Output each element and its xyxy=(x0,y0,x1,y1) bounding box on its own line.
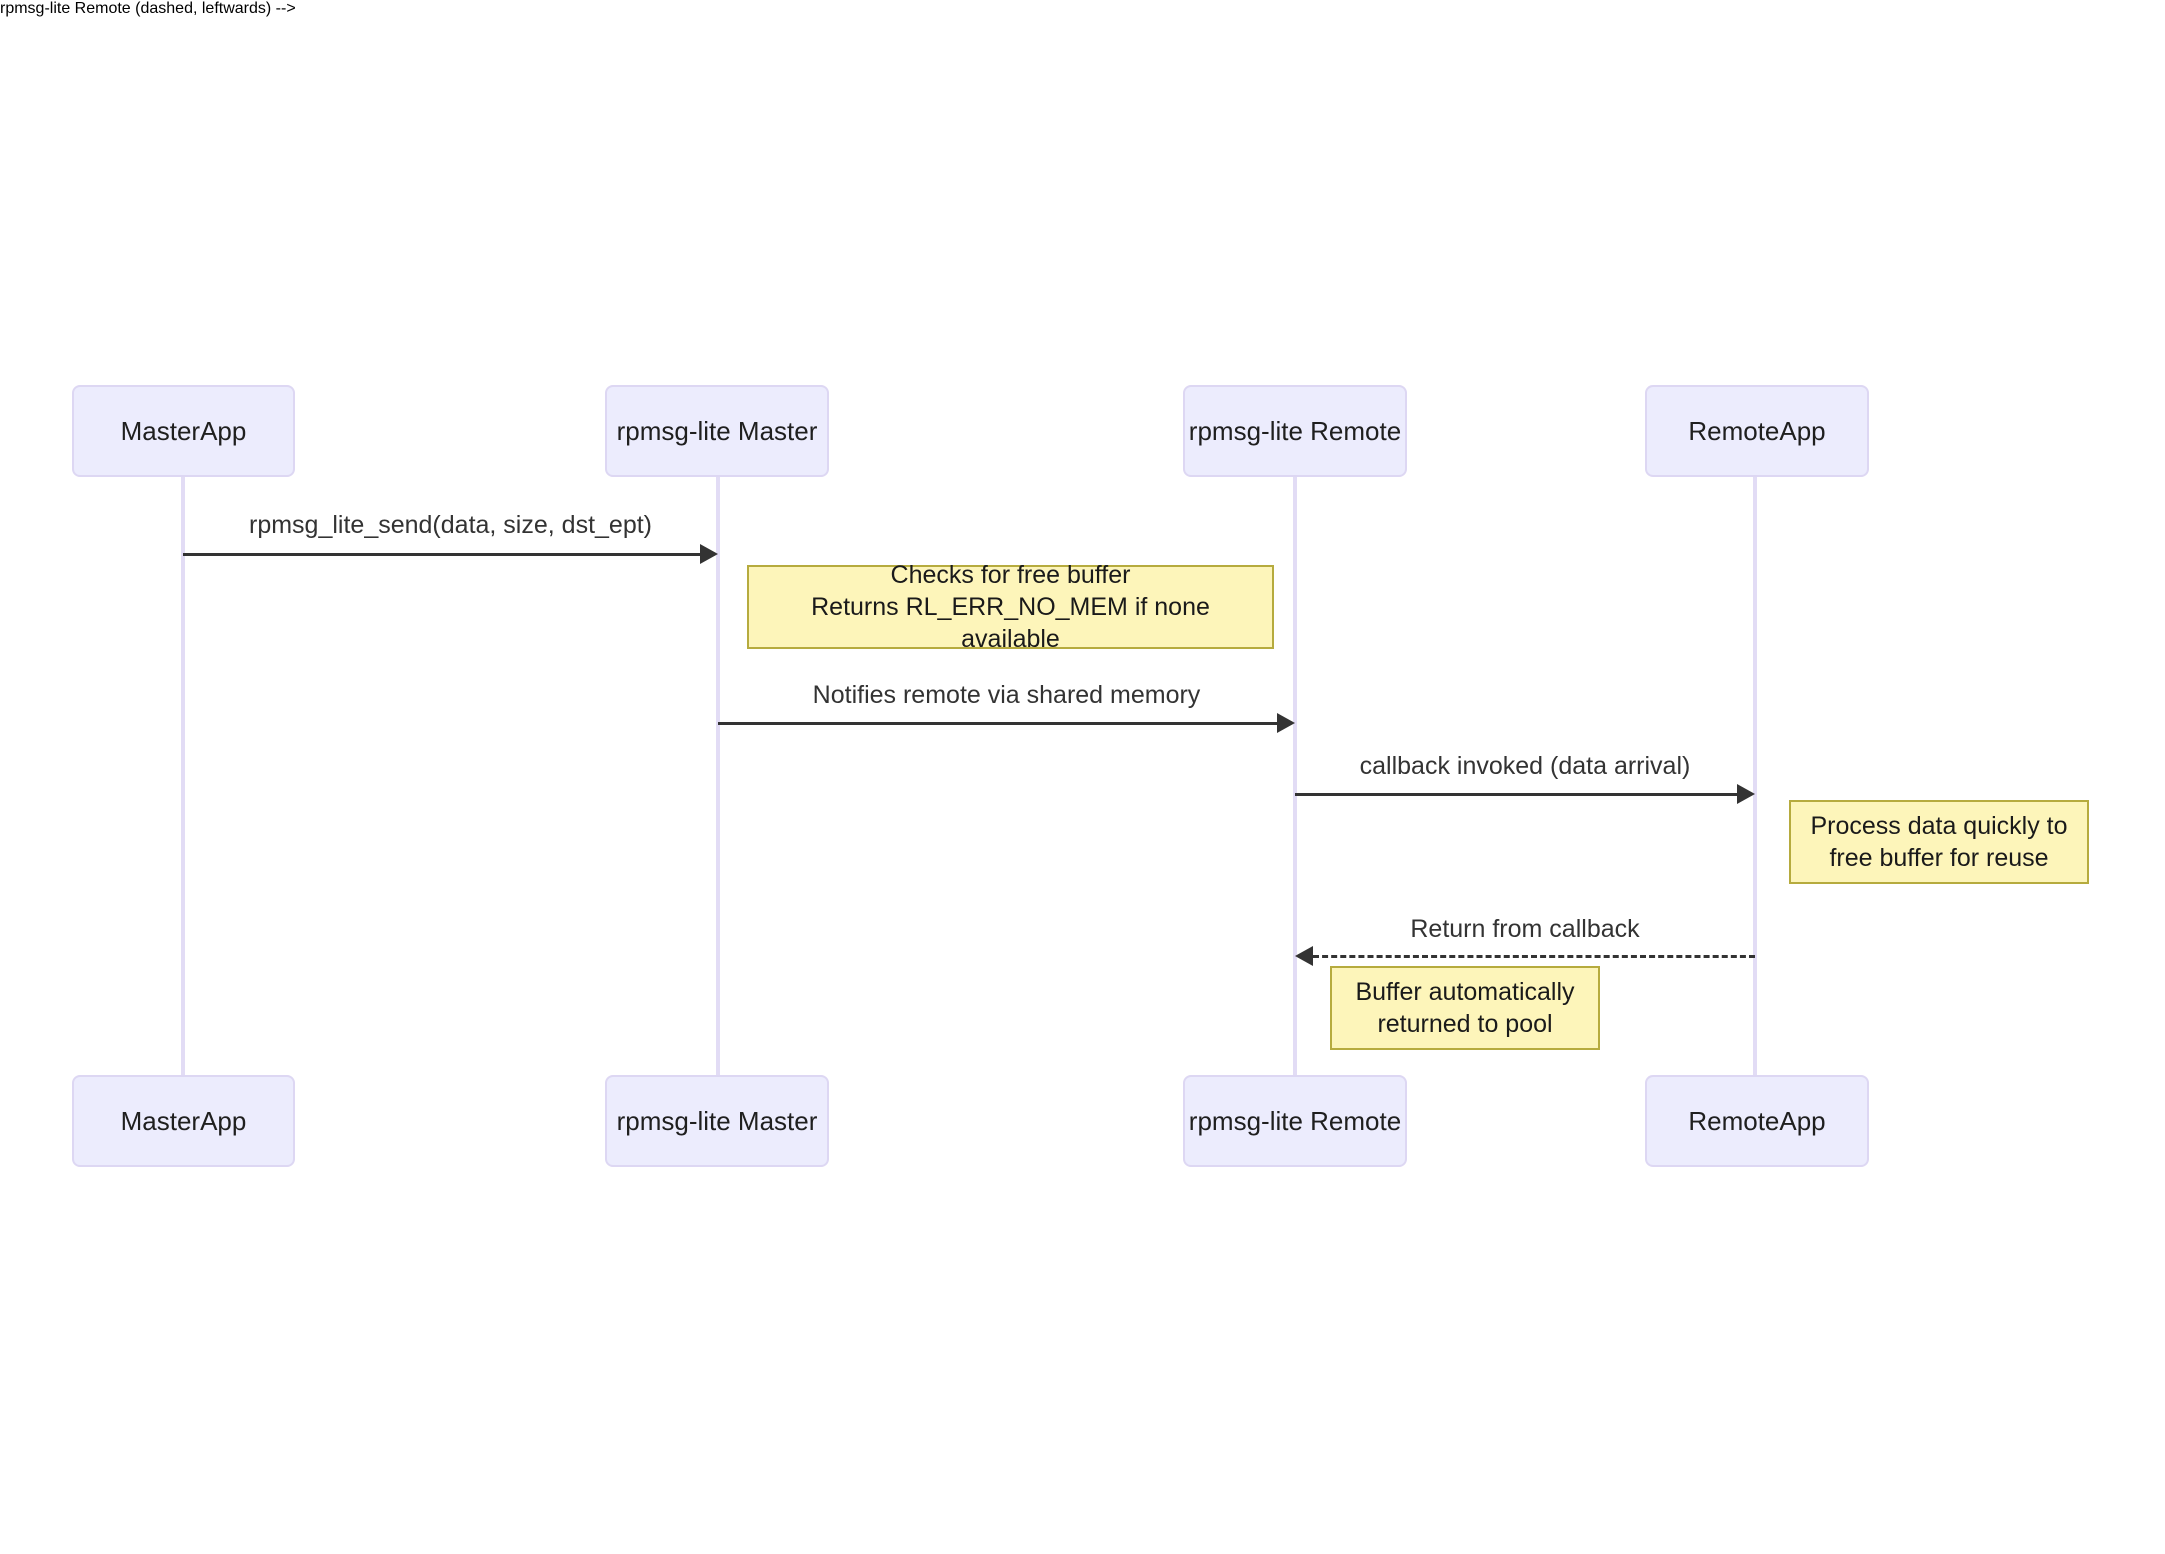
actor-label-masterapp-bottom: MasterApp xyxy=(120,1105,247,1136)
actor-box-remoteapp-top[interactable]: RemoteApp xyxy=(1645,385,1869,477)
message-line-return xyxy=(1313,955,1755,958)
actor-label-rpmsg-lite-master-bottom: rpmsg-lite Master xyxy=(616,1105,818,1136)
actor-box-masterapp-top[interactable]: MasterApp xyxy=(72,385,295,477)
actor-label-remoteapp-top: RemoteApp xyxy=(1688,415,1826,446)
arrow-head-send-icon xyxy=(700,544,718,564)
note-process-data-text: Process data quickly to free buffer for … xyxy=(1810,812,2068,872)
lifeline-rpmsg-lite-master xyxy=(716,477,720,1075)
actor-box-remoteapp-bottom[interactable]: RemoteApp xyxy=(1645,1075,1869,1167)
message-line-notify xyxy=(718,722,1277,725)
message-label-return: Return from callback xyxy=(1410,915,1640,943)
actor-box-rpmsg-lite-remote-bottom[interactable]: rpmsg-lite Remote xyxy=(1183,1075,1407,1167)
note-buffer-returned-text: Buffer automatically returned to pool xyxy=(1355,978,1575,1038)
message-line-callback xyxy=(1295,793,1737,796)
lifeline-masterapp xyxy=(181,477,185,1075)
actor-label-rpmsg-lite-master-top: rpmsg-lite Master xyxy=(616,415,818,446)
actor-box-rpmsg-lite-master-bottom[interactable]: rpmsg-lite Master xyxy=(605,1075,829,1167)
actor-box-rpmsg-lite-master-top[interactable]: rpmsg-lite Master xyxy=(605,385,829,477)
message-label-notify: Notifies remote via shared memory xyxy=(812,681,1201,709)
arrow-head-callback-icon xyxy=(1737,784,1755,804)
actor-label-remoteapp-bottom: RemoteApp xyxy=(1688,1105,1826,1136)
actor-label-rpmsg-lite-remote-bottom: rpmsg-lite Remote xyxy=(1188,1105,1402,1136)
note-free-buffer: Checks for free buffer Returns RL_ERR_NO… xyxy=(747,561,1274,653)
arrow-head-return-icon xyxy=(1295,946,1313,966)
message-label-callback: callback invoked (data arrival) xyxy=(1359,752,1691,780)
actor-box-rpmsg-lite-remote-top[interactable]: rpmsg-lite Remote xyxy=(1183,385,1407,477)
note-buffer-returned: Buffer automatically returned to pool xyxy=(1330,966,1600,1050)
message-line-send xyxy=(183,553,700,556)
note-process-data: Process data quickly to free buffer for … xyxy=(1789,800,2089,884)
arrow-head-notify-icon xyxy=(1277,713,1295,733)
lifeline-remoteapp xyxy=(1753,477,1757,1075)
actor-box-masterapp-bottom[interactable]: MasterApp xyxy=(72,1075,295,1167)
note-free-buffer-text: Checks for free buffer Returns RL_ERR_NO… xyxy=(811,561,1210,653)
actor-label-masterapp-top: MasterApp xyxy=(120,415,247,446)
message-label-send: rpmsg_lite_send(data, size, dst_ept) xyxy=(249,511,652,539)
actor-label-rpmsg-lite-remote-top: rpmsg-lite Remote xyxy=(1188,415,1402,446)
lifeline-rpmsg-lite-remote xyxy=(1293,477,1297,1075)
